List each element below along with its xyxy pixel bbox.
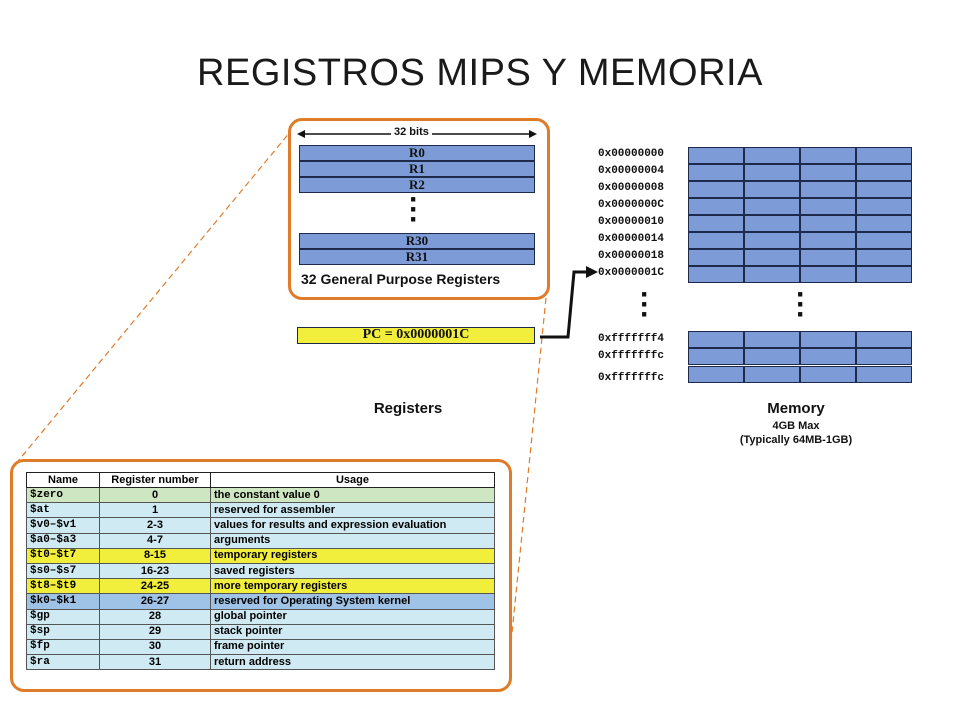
- register-usage-cell: the constant value 0: [210, 486, 495, 504]
- page-title: REGISTROS MIPS Y MEMORIA: [197, 52, 763, 94]
- register-number-cell: 16-23: [99, 562, 211, 580]
- register-usage-cell: more temporary registers: [210, 578, 495, 595]
- register-r30: R30: [299, 233, 535, 249]
- register-number-cell: 29: [99, 623, 211, 640]
- memory-address: 0xfffffffc: [598, 372, 665, 384]
- program-counter: PC = 0x0000001C: [297, 327, 535, 344]
- register-name-cell: $k0–$k1: [26, 593, 100, 610]
- memory-address: 0x00000000: [598, 148, 665, 160]
- register-name-cell: $at: [26, 502, 100, 519]
- memory-address: 0x00000018: [598, 250, 665, 262]
- memory-address: 0xfffffffc: [598, 350, 665, 362]
- register-number-cell: 1: [99, 502, 211, 519]
- memory-address: 0xfffffff4: [598, 333, 665, 345]
- memory-row: [688, 147, 912, 164]
- ellipsis-dots-icon: ···: [796, 278, 806, 331]
- register-name-cell: $s0–$s7: [26, 562, 100, 580]
- memory-row: [688, 266, 912, 283]
- register-usage-cell: reserved for Operating System kernel: [210, 593, 495, 610]
- register-r0: R0: [299, 145, 535, 161]
- memory-row: [688, 348, 912, 365]
- register-usage-cell: frame pointer: [210, 638, 495, 656]
- memory-address: 0x0000001C: [598, 267, 665, 279]
- register-usage-cell: arguments: [210, 532, 495, 549]
- gpr-caption: 32 General Purpose Registers: [301, 271, 501, 287]
- register-usage-cell: stack pointer: [210, 623, 495, 640]
- register-number-cell: 2-3: [99, 517, 211, 534]
- memory-size-label: 4GB Max: [772, 420, 820, 432]
- register-name-cell: $v0–$v1: [26, 517, 100, 534]
- register-usage-cell: temporary registers: [210, 547, 495, 564]
- memory-address: 0x00000014: [598, 233, 665, 245]
- register-number-cell: 31: [99, 654, 211, 671]
- ellipsis-dots-icon: ···: [409, 183, 419, 236]
- memory-row: [688, 164, 912, 181]
- register-r31: R31: [299, 249, 535, 265]
- memory-row: [688, 198, 912, 215]
- memory-caption: Memory: [767, 400, 825, 417]
- register-name-cell: $zero: [26, 486, 100, 504]
- register-number-cell: 30: [99, 638, 211, 656]
- memory-row: [688, 232, 912, 249]
- column-header: Name: [26, 472, 100, 488]
- memory-typical-label: (Typically 64MB-1GB): [739, 434, 853, 446]
- table-header-row: Name Register number Usage: [26, 472, 495, 488]
- register-usage-cell: global pointer: [210, 608, 495, 625]
- register-name-cell: $sp: [26, 623, 100, 640]
- register-usage-cell: saved registers: [210, 562, 495, 580]
- register-usage-cell: return address: [210, 654, 495, 671]
- register-name-cell: $t8–$t9: [26, 578, 100, 595]
- register-name-cell: $t0–$t7: [26, 547, 100, 564]
- register-number-cell: 26-27: [99, 593, 211, 610]
- register-name-cell: $gp: [26, 608, 100, 625]
- column-header: Usage: [210, 472, 495, 488]
- register-name-cell: $fp: [26, 638, 100, 656]
- memory-row: [688, 181, 912, 198]
- register-number-cell: 24-25: [99, 578, 211, 595]
- register-r1: R1: [299, 161, 535, 177]
- register-r2: R2: [299, 177, 535, 193]
- register-number-cell: 28: [99, 608, 211, 625]
- ellipsis-dots-icon: ···: [640, 278, 650, 331]
- register-name-cell: $a0–$a3: [26, 532, 100, 549]
- register-number-cell: 8-15: [99, 547, 211, 564]
- register-number-cell: 0: [99, 486, 211, 504]
- registers-panel: 32 bits R0 R1 R2 ··· R30 R31 32 General …: [288, 118, 550, 300]
- memory-row: [688, 331, 912, 348]
- memory-row: [688, 215, 912, 232]
- register-usage-cell: values for results and expression evalua…: [210, 517, 495, 534]
- registers-caption: Registers: [373, 400, 443, 417]
- memory-address: 0x00000004: [598, 165, 665, 177]
- column-header: Register number: [99, 472, 211, 488]
- memory-address: 0x00000008: [598, 182, 665, 194]
- memory-address: 0x00000010: [598, 216, 665, 228]
- register-name-cell: $ra: [26, 654, 100, 671]
- bit-width-label: 32 bits: [391, 126, 432, 138]
- memory-address: 0x0000000C: [598, 199, 665, 211]
- register-usage-cell: reserved for assembler: [210, 502, 495, 519]
- memory-row: [688, 249, 912, 266]
- memory-row: [688, 366, 912, 383]
- register-number-cell: 4-7: [99, 532, 211, 549]
